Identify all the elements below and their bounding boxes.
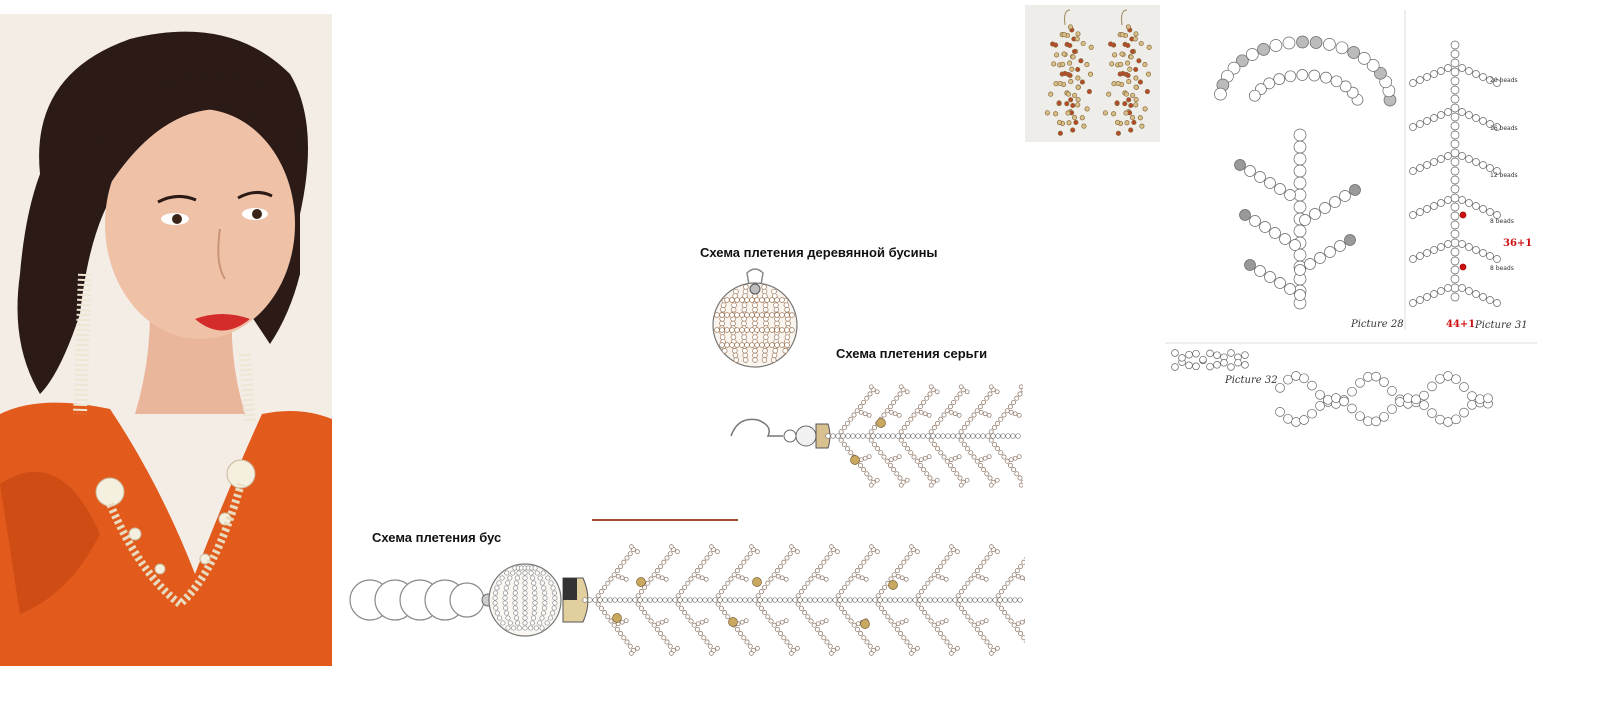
bead-label-12: 12 beads <box>1490 172 1518 179</box>
bead-label-20: 20 beads <box>1490 77 1518 84</box>
bead-label-16: 16 beads <box>1490 125 1518 132</box>
count-36-label: 36+1 <box>1503 238 1533 249</box>
picture-32-label: Picture 32 <box>1225 375 1278 386</box>
earring-caption: Схема плетения серьги <box>836 346 988 361</box>
bead-label-8a: 8 beads <box>1490 218 1514 225</box>
bead-label-8b: 8 beads <box>1490 265 1514 272</box>
picture-28-label: Picture 28 <box>1351 319 1404 330</box>
reference-panel: Picture 28 Picture 31 Picture 32 36+1 44… <box>1165 5 1537 460</box>
measure-line <box>592 519 738 521</box>
wood-bead-caption: Схема плетения деревянной бусины <box>700 245 938 260</box>
earring-diagram <box>728 368 1023 503</box>
wood-bead-diagram <box>705 265 805 375</box>
earring-photo <box>1025 5 1160 142</box>
count-44-label: 44+1 <box>1446 319 1476 330</box>
necklace-caption: Схема плетения бус <box>372 530 502 545</box>
picture-31-label: Picture 31 <box>1475 320 1528 331</box>
model-photo <box>0 14 332 666</box>
necklace-diagram <box>345 520 1025 670</box>
